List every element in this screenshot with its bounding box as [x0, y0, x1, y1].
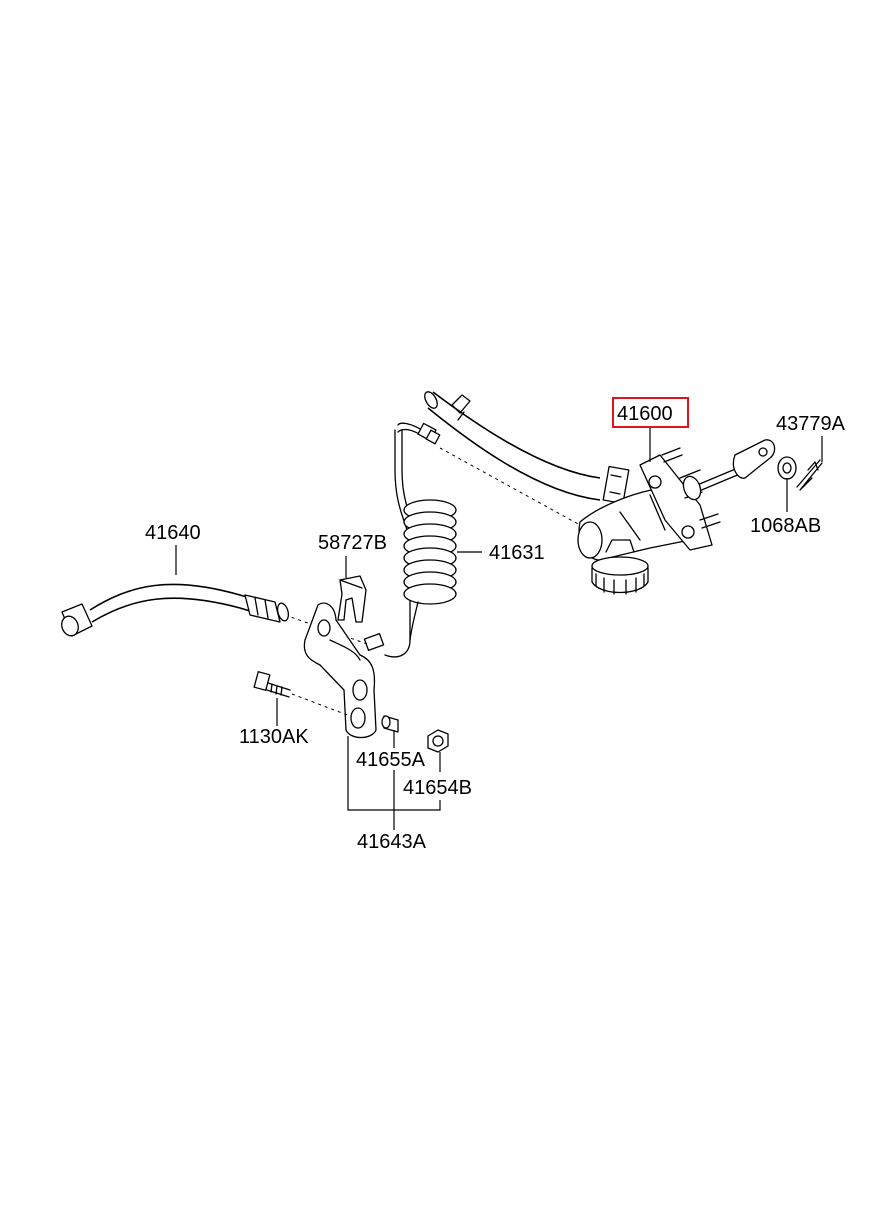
- snap-pin-43779a[interactable]: [796, 459, 823, 491]
- part-label-1068ab[interactable]: 1068AB: [750, 515, 821, 537]
- part-label-41631[interactable]: 41631: [489, 542, 545, 564]
- bracket-41643a[interactable]: [303, 602, 377, 739]
- reservoir-hose[interactable]: [422, 390, 601, 501]
- coiled-flex-hose[interactable]: [284, 422, 581, 658]
- part-label-43779a[interactable]: 43779A: [776, 413, 846, 435]
- part-label-1130ak[interactable]: 1130AK: [239, 726, 309, 748]
- bushing-41655a[interactable]: [381, 715, 399, 733]
- part-label-41643a[interactable]: 41643A: [357, 831, 427, 853]
- part-label-41640[interactable]: 41640: [145, 522, 201, 544]
- part-label-58727b[interactable]: 58727B: [318, 532, 387, 554]
- leader-lines: [175, 427, 823, 830]
- nut-41654b[interactable]: [427, 729, 449, 753]
- part-label-41655a[interactable]: 41655A: [356, 749, 426, 771]
- bolt-1130ak[interactable]: [253, 671, 351, 717]
- clutch-master-cylinder[interactable]: [577, 439, 776, 595]
- washer-1068ab[interactable]: [777, 456, 797, 480]
- highlight-box-41600: [612, 397, 689, 428]
- part-label-41654b[interactable]: 41654B: [403, 777, 472, 799]
- flexible-hose-41640[interactable]: [59, 583, 290, 638]
- clip-58727b[interactable]: [337, 575, 367, 623]
- part-label-41600[interactable]: 41600: [617, 403, 673, 425]
